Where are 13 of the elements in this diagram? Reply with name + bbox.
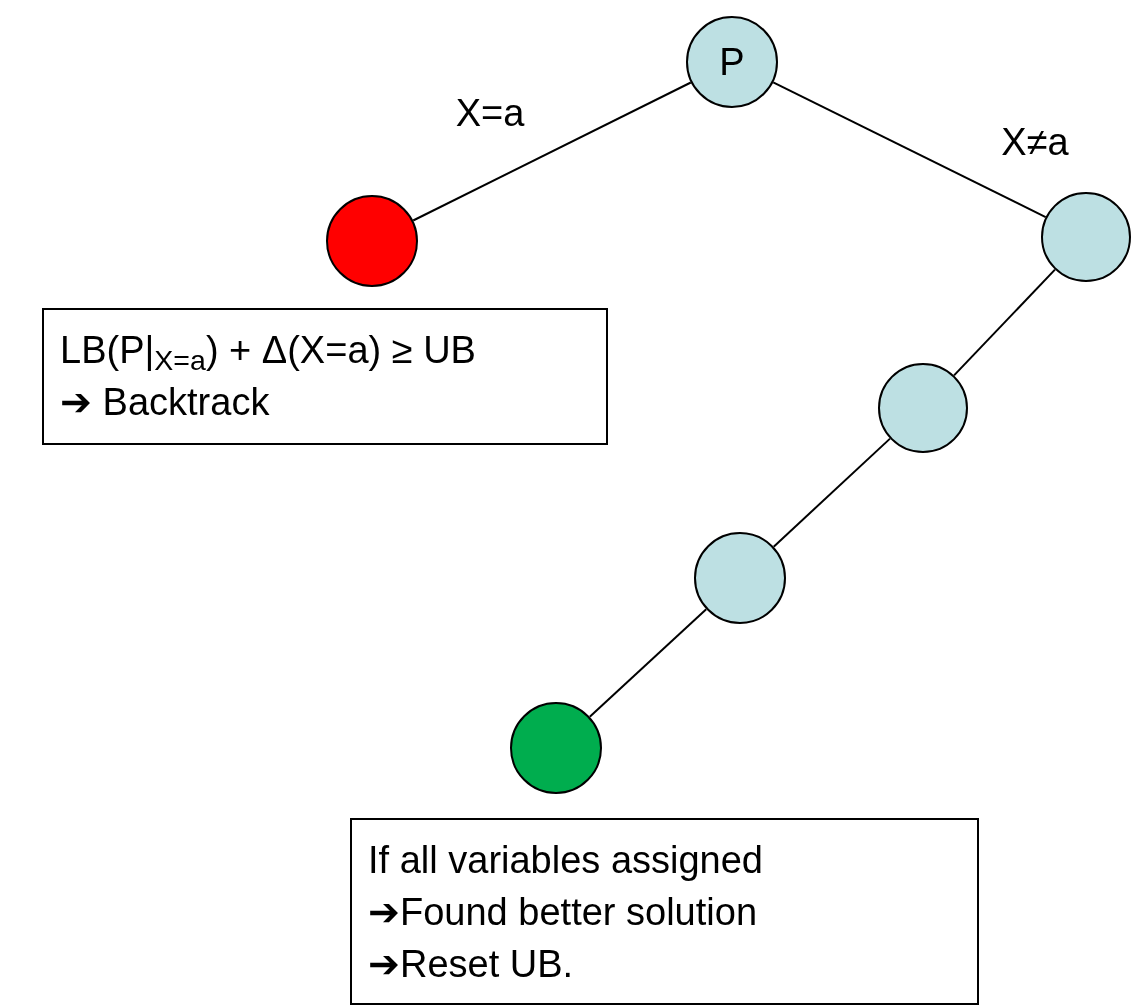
note-box — [350, 818, 979, 1005]
tree-edge — [953, 268, 1056, 377]
note-text: ➔Reset UB. — [368, 942, 575, 987]
note-text: ➔ Backtrack — [60, 380, 271, 425]
tree-edge — [772, 437, 892, 548]
note-text: If all variables assigned — [368, 838, 764, 883]
labeled-tree-node: P — [686, 16, 778, 108]
tree-edge — [772, 81, 1047, 219]
tree-edge — [412, 81, 692, 222]
note-text: ➔Found better solution — [368, 890, 758, 935]
tree-edge — [588, 608, 708, 718]
note-text: LB(P|$_{X=a}$) + Δ(X=a) ≥ UB — [60, 328, 477, 376]
note-box — [42, 308, 608, 445]
